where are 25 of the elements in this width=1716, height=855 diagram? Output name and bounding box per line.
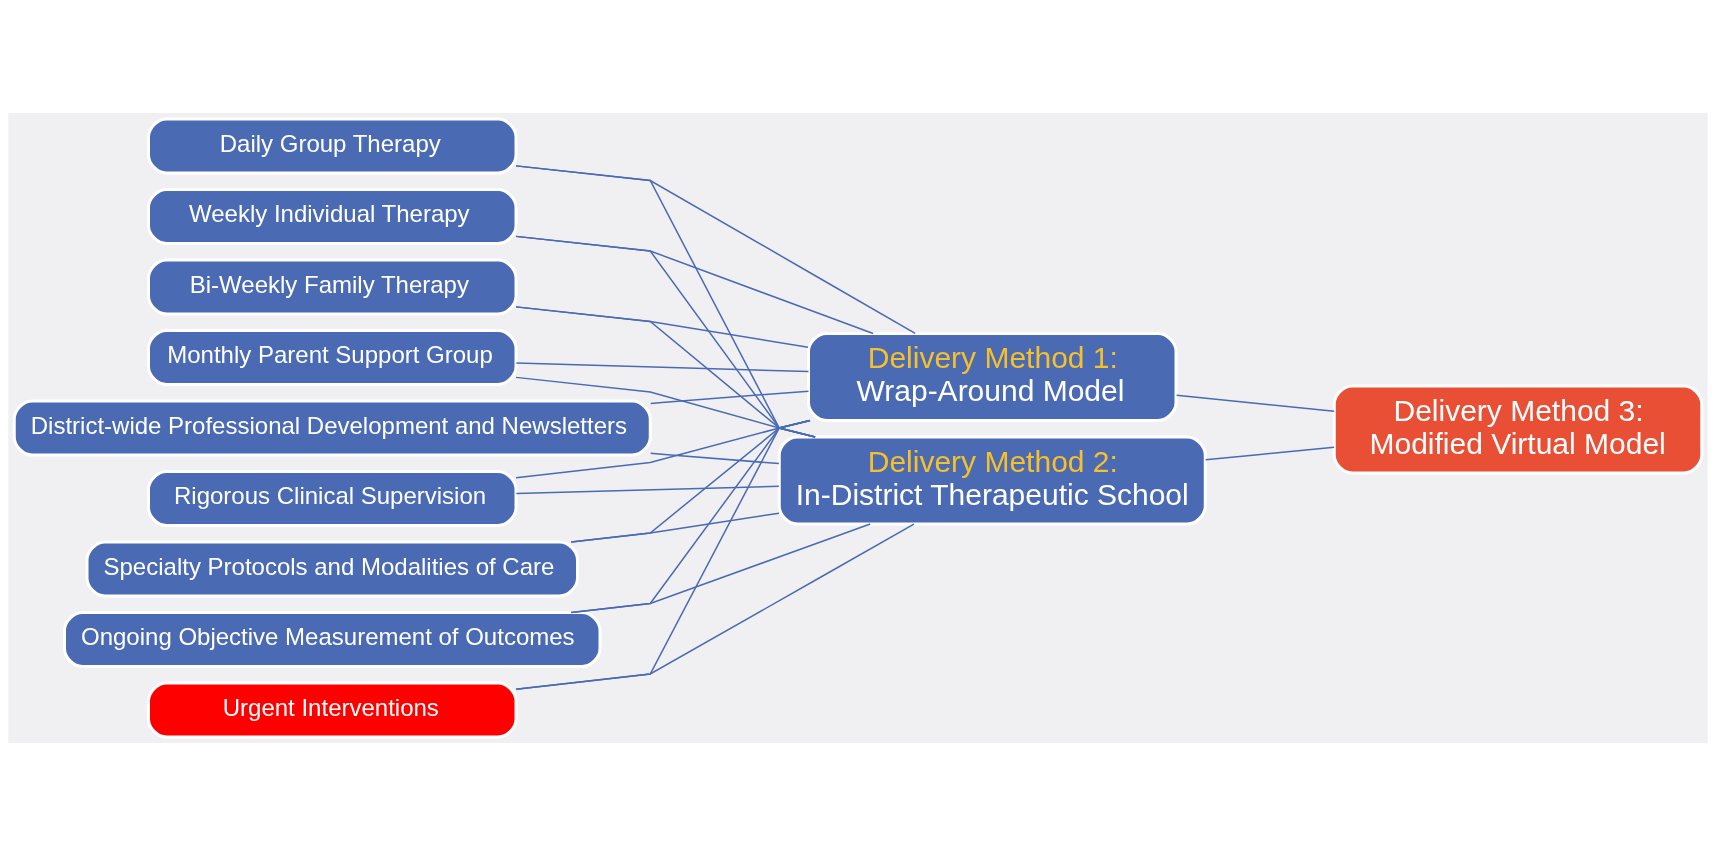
connector [515, 164, 816, 438]
node-box: Delivery Method 3: Modified Virtual Model [1332, 384, 1704, 474]
node-box: Daily Group Therapy [147, 117, 518, 174]
node-box: Weekly Individual Therapy [147, 187, 518, 245]
connector [649, 389, 810, 404]
node-box: Specialty Protocols and Modalities of Care [85, 540, 579, 597]
connector [649, 452, 780, 464]
node-box: Delivery Method 2: In-District Therapeutic School [777, 435, 1207, 525]
connector [515, 376, 816, 438]
connector [1204, 446, 1335, 461]
node-box: Monthly Parent Support Group [147, 328, 518, 386]
node-box: Bi-Weekly Family Therapy [147, 258, 518, 315]
node-box: Urgent Interventions [147, 681, 518, 738]
node-box: Delivery Method 1: Wrap-Around Model [807, 331, 1178, 422]
connector [515, 305, 816, 438]
node-box: Ongoing Objective Measurement of Outcomes [63, 610, 602, 668]
node-box: Rigorous Clinical Supervision [147, 469, 518, 527]
connector [515, 235, 816, 438]
connector [570, 511, 780, 543]
connector [515, 485, 780, 494]
connector [515, 522, 915, 690]
node-box: District-wide Professional Development and Newsletters [12, 399, 652, 456]
connector [570, 522, 871, 613]
connector [515, 361, 810, 372]
connector [1175, 394, 1335, 412]
